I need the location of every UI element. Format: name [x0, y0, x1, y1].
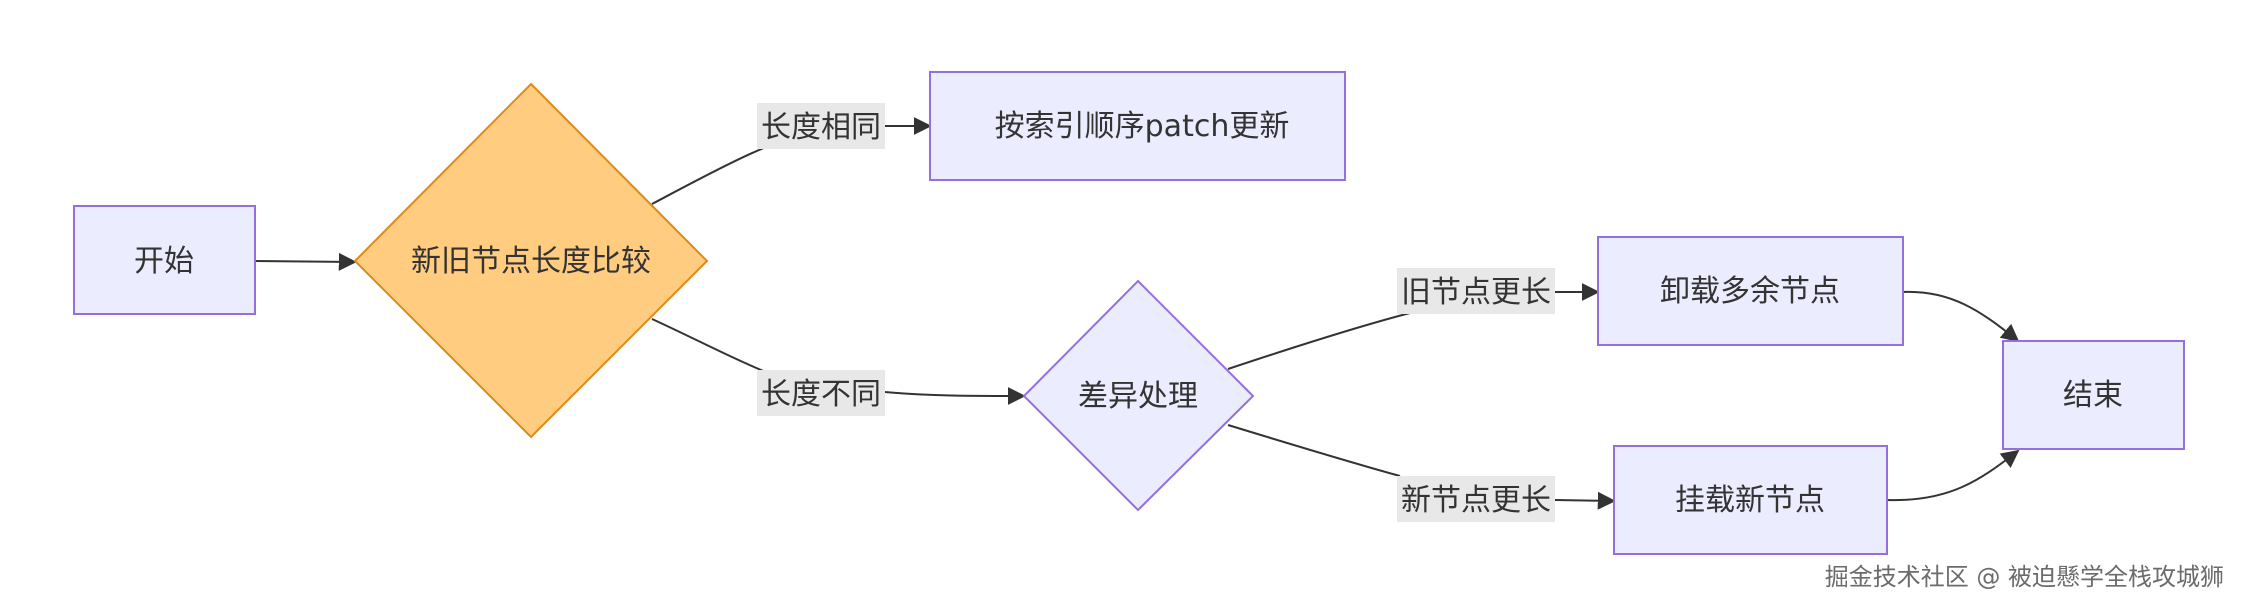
- edge-diff-to-unmount: [1227, 312, 1411, 370]
- node-patch-label: 按索引顺序patch更新: [995, 109, 1290, 144]
- node-patch: 按索引顺序patch更新: [929, 71, 1346, 181]
- edge-start-to-compare: [254, 252, 357, 271]
- node-mount: 挂载新节点: [1613, 445, 1888, 555]
- node-end: 结束: [2002, 340, 2185, 450]
- node-compare: 新旧节点长度比较: [353, 82, 709, 439]
- edge-label-old-longer: 旧节点更长: [1401, 275, 1551, 310]
- node-start-label: 开始: [134, 244, 194, 279]
- node-unmount: 卸载多余节点: [1597, 236, 1904, 346]
- node-start: 开始: [73, 205, 256, 315]
- edge-diff-to-mount: [1227, 424, 1401, 477]
- node-unmount-label: 卸载多余节点: [1660, 274, 1840, 309]
- node-diff: 差异处理: [1022, 279, 1255, 512]
- node-diff-label: 差异处理: [1078, 379, 1198, 414]
- edge-diff-to-mount-tail: [1554, 491, 1616, 510]
- watermark: 掘金技术社区 @ 被迫懸学全栈攻城狮: [1825, 563, 2224, 591]
- node-compare-label: 新旧节点长度比较: [411, 244, 651, 279]
- node-mount-label: 挂载新节点: [1675, 483, 1825, 518]
- edge-mount-to-end: [1886, 449, 2020, 502]
- edge-label-different-length: 长度不同: [761, 377, 881, 412]
- edge-unmount-to-end: [1902, 290, 2020, 343]
- edge-label-same-length: 长度相同: [761, 110, 881, 145]
- edge-compare-to-diff-tail: [884, 386, 1026, 405]
- edge-label-new-longer: 新节点更长: [1401, 483, 1551, 518]
- edge-labels: 长度相同 长度不同 旧节点更长 新节点更长: [757, 103, 1555, 522]
- node-end-label: 结束: [2063, 378, 2123, 413]
